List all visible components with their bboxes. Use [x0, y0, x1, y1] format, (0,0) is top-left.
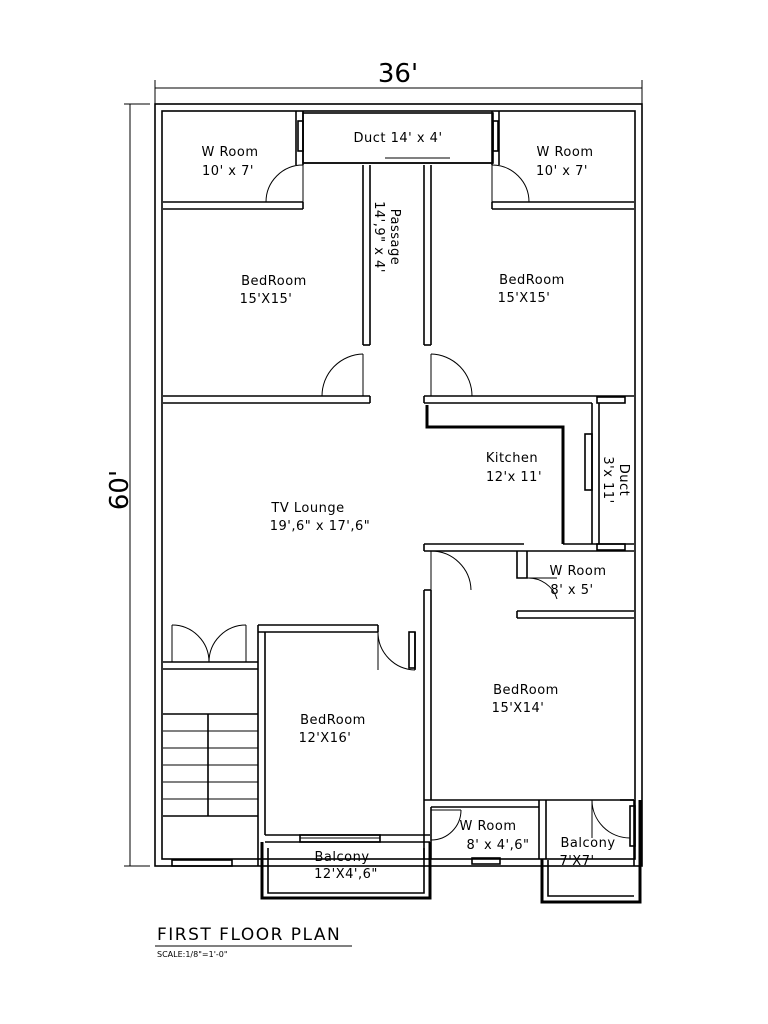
w-room-top-right-name: W Room: [536, 145, 593, 160]
balcony-bottom-right-name: Balcony: [560, 836, 615, 851]
w-room-top-left-name: W Room: [201, 145, 258, 160]
outer-walls: [154, 103, 643, 867]
width-dimension: 36': [378, 59, 418, 89]
w-room-bottom-size: 8' x 4',6": [466, 838, 529, 853]
staircase: [163, 713, 258, 817]
balcony-bottom-name: Balcony: [314, 850, 369, 865]
plan-title: FIRST FLOOR PLAN: [157, 925, 341, 945]
w-room-mid-right-size: 8' x 5': [550, 583, 593, 598]
duct-right-size: 3'x 11': [600, 456, 615, 503]
tv-lounge-size: 19',6" x 17',6": [270, 519, 370, 534]
w-room-top-left-size: 10' x 7': [202, 164, 254, 179]
kitchen-size: 12'x 11': [486, 470, 542, 485]
bedroom-top-left-size: 15'X15': [240, 292, 293, 307]
bedroom-top-right-name: BedRoom: [499, 273, 565, 288]
passage-name: Passage: [387, 209, 402, 265]
dimension-lines: [124, 80, 643, 867]
bedroom-bottom-left-size: 12'X16': [299, 731, 352, 746]
duct-top-label: Duct 14' x 4': [353, 131, 442, 146]
tv-lounge-name: TV Lounge: [270, 501, 344, 516]
bedroom-bottom-right-name: BedRoom: [493, 683, 559, 698]
bedroom-top-right-size: 15'X15': [498, 291, 551, 306]
interior-walls: [163, 111, 636, 867]
w-room-top-right-size: 10' x 7': [536, 164, 588, 179]
w-room-mid-right-name: W Room: [549, 564, 606, 579]
duct-right-name: Duct: [616, 464, 631, 497]
balcony-bottom-size: 12'X4',6": [314, 867, 378, 882]
door-swings: [171, 164, 631, 841]
kitchen-name: Kitchen: [486, 451, 538, 466]
height-dimension: 60': [105, 470, 135, 510]
bedroom-bottom-right-size: 15'X14': [492, 701, 545, 716]
balcony-bottom-right-size: 7'X7': [559, 854, 594, 869]
w-room-bottom-name: W Room: [459, 819, 516, 834]
balcony-railings: [260, 800, 642, 904]
passage-size: 14',9" x 4': [371, 201, 386, 273]
bedroom-bottom-left-name: BedRoom: [300, 713, 366, 728]
plan-scale: SCALE:1/8"=1'-0": [157, 950, 228, 959]
bedroom-top-left-name: BedRoom: [241, 274, 307, 289]
